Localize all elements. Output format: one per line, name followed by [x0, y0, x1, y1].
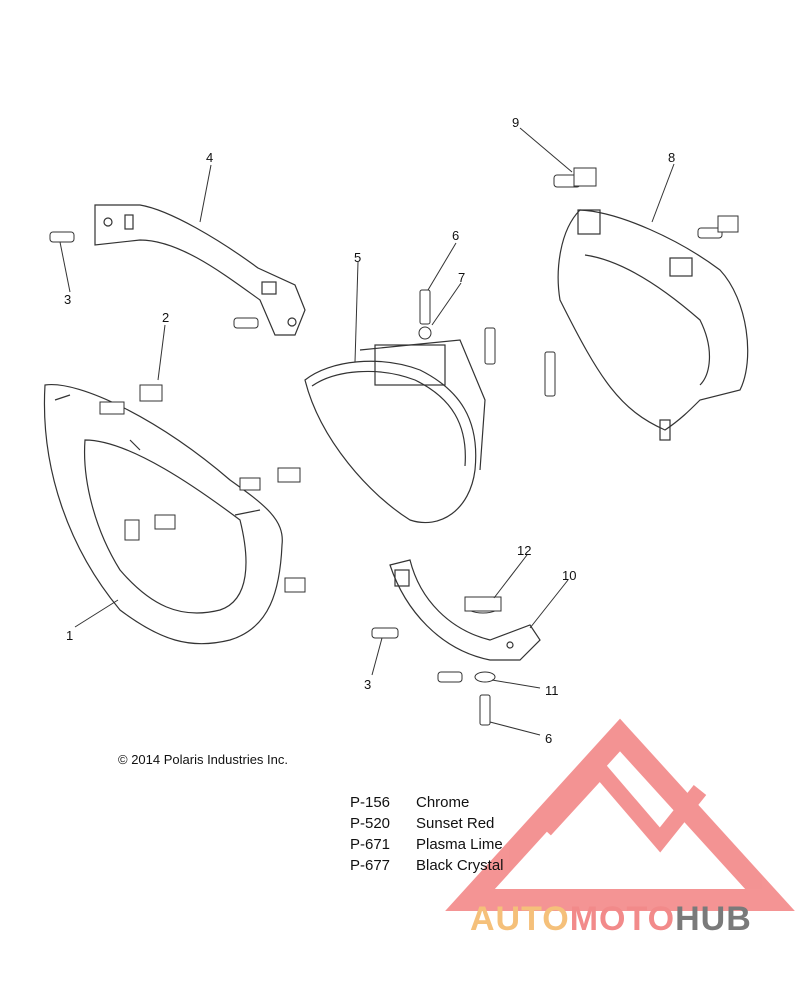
- trim-clips: [99, 384, 306, 593]
- legend-code: P-156: [350, 794, 391, 811]
- legend-row: P-677 Black Crystal: [350, 855, 504, 876]
- part-9-screws: [553, 167, 739, 239]
- callout-7: 7: [458, 270, 465, 285]
- part-12-grommet: [464, 596, 502, 614]
- callout-2: 2: [162, 310, 169, 325]
- callout-4: 4: [206, 150, 213, 165]
- legend-color: Plasma Lime: [416, 836, 503, 853]
- copyright-text: © 2014 Polaris Industries Inc.: [118, 752, 288, 767]
- callout-5: 5: [354, 250, 361, 265]
- callout-3-bottom: 3: [364, 677, 371, 692]
- color-legend: P-156 Chrome P-520 Sunset Red P-671 Plas…: [350, 792, 504, 876]
- callout-6-top: 6: [452, 228, 459, 243]
- callout-6-bottom: 6: [545, 731, 552, 746]
- callout-3-top: 3: [64, 292, 71, 307]
- part-4-bracket: [94, 204, 306, 336]
- part-8-housing: [557, 209, 749, 441]
- legend-row: P-671 Plasma Lime: [350, 834, 504, 855]
- watermark-hub: HUB: [675, 900, 752, 938]
- legend-color: Sunset Red: [416, 815, 495, 832]
- callout-1: 1: [66, 628, 73, 643]
- legend-code: P-671: [350, 836, 391, 853]
- screw-3-top: [49, 231, 259, 329]
- legend-color: Black Crystal: [416, 857, 504, 874]
- legend-color: Chrome: [416, 794, 470, 811]
- callout-8: 8: [668, 150, 675, 165]
- legend-row: P-156 Chrome: [350, 792, 504, 813]
- callout-9: 9: [512, 115, 519, 130]
- part-5-headlight: [304, 339, 486, 524]
- callout-11: 11: [545, 683, 559, 698]
- callout-12: 12: [517, 543, 531, 558]
- watermark-auto: AUTO: [470, 900, 570, 938]
- part-1-headlight-trim: [43, 383, 283, 645]
- part-10-strap: [389, 559, 541, 661]
- watermark-text: AUTOMOTOHUB: [470, 900, 752, 939]
- watermark-moto: MOTO: [569, 900, 676, 938]
- watermark-logo: [445, 718, 795, 911]
- lower-screws: [371, 627, 496, 683]
- leader-lines: [59, 127, 675, 736]
- bolts-6-7: [418, 289, 556, 726]
- legend-row: P-520 Sunset Red: [350, 813, 504, 834]
- legend-code: P-677: [350, 857, 391, 874]
- callout-10: 10: [562, 568, 576, 583]
- legend-code: P-520: [350, 815, 391, 832]
